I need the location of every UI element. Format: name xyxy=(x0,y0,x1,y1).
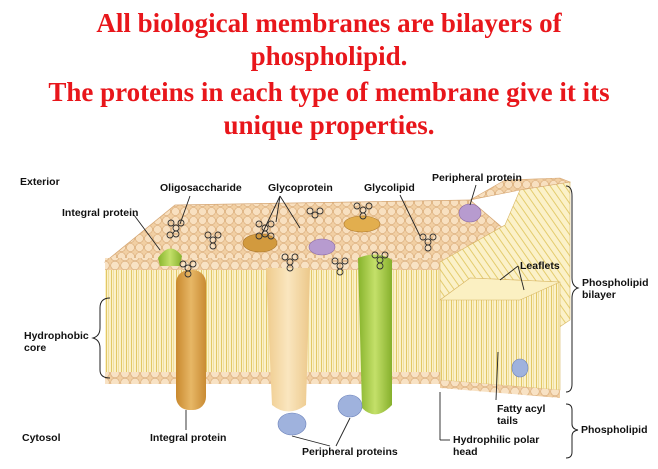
integral-protein-orange xyxy=(176,270,206,410)
glycoprotein-body xyxy=(242,233,278,253)
peripheral-protein-top-right xyxy=(458,203,482,223)
heading-line-3: The proteins in each type of membrane gi… xyxy=(48,77,610,107)
label-glycoprotein: Glycoprotein xyxy=(268,182,333,194)
label-integral-protein-bottom: Integral protein xyxy=(150,432,227,444)
label-cytosol: Cytosol xyxy=(22,432,61,444)
label-leaflets: Leaflets xyxy=(520,260,560,272)
integral-protein-top xyxy=(158,248,182,266)
label-phospholipid: Phospholipid xyxy=(581,424,648,436)
oligosaccharide-chains xyxy=(166,202,437,278)
lower-leaflet-heads xyxy=(440,380,560,398)
label-phospholipid-bilayer: Phospholipid bilayer xyxy=(582,277,649,301)
glycoprotein-body-2 xyxy=(343,215,381,233)
heading-line-1: All biological membranes are bilayers of xyxy=(96,8,562,38)
brackets xyxy=(91,185,580,459)
label-hydrophobic-core: Hydrophobic core xyxy=(24,330,89,354)
peripheral-protein-bottom-3 xyxy=(511,358,529,378)
upper-leaflet-edge xyxy=(469,177,572,201)
label-hydrophilic-polar-head: Hydrophilic polar head xyxy=(453,434,540,458)
label-peripheral-proteins: Peripheral proteins xyxy=(302,446,398,458)
label-oligosaccharide: Oligosaccharide xyxy=(160,182,242,194)
upper-head-row xyxy=(105,258,440,270)
label-glycolipid: Glycolipid xyxy=(364,182,415,194)
label-fatty-acyl-tails: Fatty acyl tails xyxy=(497,403,546,427)
integral-protein-cream xyxy=(266,268,310,412)
peripheral-protein-bottom-2 xyxy=(337,394,363,418)
label-peripheral-protein-top: Peripheral protein xyxy=(432,172,522,184)
integral-protein-green xyxy=(358,254,392,415)
peripheral-protein-bottom-1 xyxy=(277,412,307,436)
label-exterior: Exterior xyxy=(20,176,60,188)
heading-line-4: unique properties. xyxy=(223,110,435,140)
leader-lines xyxy=(133,184,525,447)
label-integral-protein-top: Integral protein xyxy=(62,207,139,219)
lower-leaflet-top xyxy=(439,277,561,301)
peripheral-protein-top-left xyxy=(308,238,336,256)
heading-line-2: phospholipid. xyxy=(250,41,408,71)
